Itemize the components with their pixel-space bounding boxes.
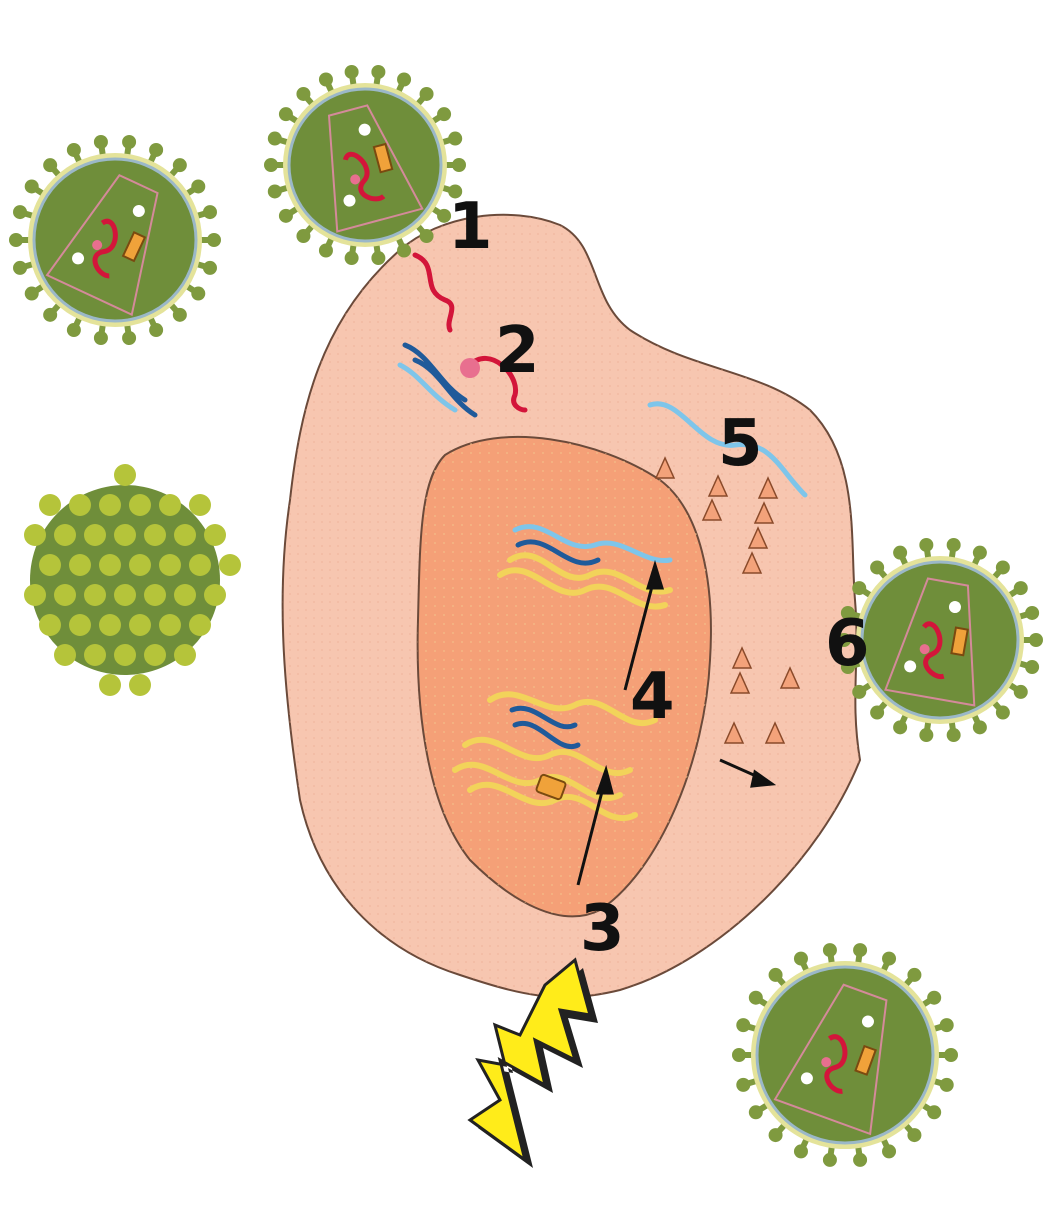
step-4-label: 4 <box>630 660 675 734</box>
step-1-label: 1 <box>448 190 493 264</box>
virus-particle-icon <box>9 135 221 345</box>
step-6-label: 6 <box>825 607 870 681</box>
virus-particle-icon <box>732 943 958 1167</box>
step-2-label: 2 <box>495 314 540 388</box>
budding-cell-cluster <box>24 464 241 696</box>
step-5-label: 5 <box>718 407 763 481</box>
step-3-label: 3 <box>580 892 625 966</box>
protein-marker <box>460 358 480 378</box>
